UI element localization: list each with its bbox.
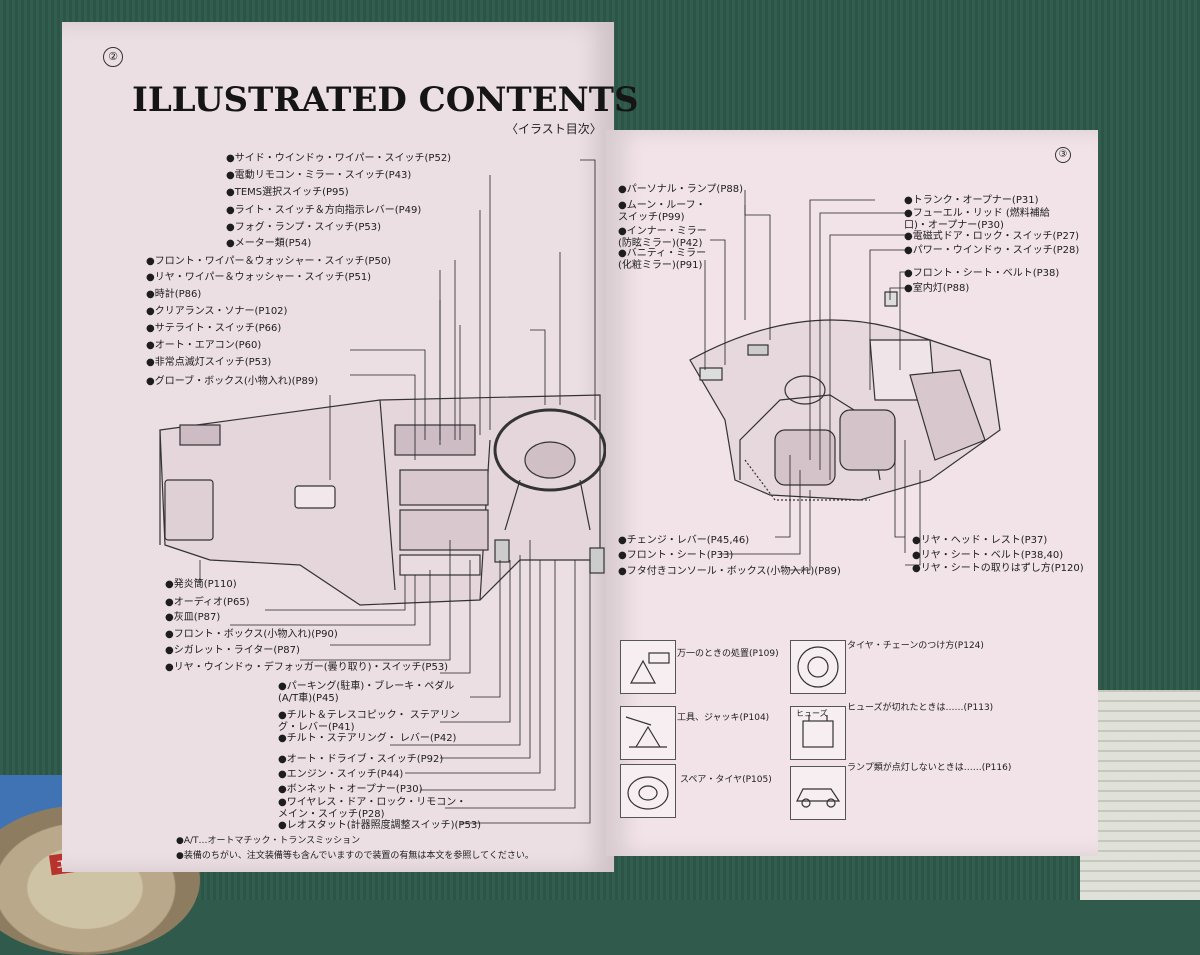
callout-label: ●オーディオ(P65) — [165, 597, 250, 608]
callout-label: ●チェンジ・レバー(P45,46) — [618, 535, 750, 546]
callout-label: ●エンジン・スイッチ(P44) — [278, 769, 404, 780]
callout-label: ●トランク・オープナー(P31) — [904, 195, 1039, 206]
interior-illustration — [689, 190, 1001, 571]
callout-label: ●フロント・シート・ベルト(P38) — [904, 268, 1060, 279]
dashboard-illustration — [159, 159, 607, 824]
callout-label: ●室内灯(P88) — [904, 283, 970, 294]
callout-label: ●フロント・シート(P33) — [618, 550, 734, 561]
callout-label: ●グローブ・ボックス(小物入れ)(P89) — [146, 376, 319, 387]
right-page-number: ③ — [1055, 147, 1071, 163]
callout-label: ●バニティ・ミラー (化粧ミラー)(P91) — [618, 248, 707, 271]
callout-label: ●パーソナル・ランプ(P88) — [618, 184, 743, 195]
callout-label: ●パワー・ウインドゥ・スイッチ(P28) — [904, 245, 1080, 256]
callout-label: ●チルト＆テレスコピック・ ステアリング・レバー(P41) — [278, 710, 460, 733]
callout-label: ●ワイヤレス・ドア・ロック・リモコン・ メイン・スイッチ(P28) — [278, 797, 467, 820]
callout-label: ●リヤ・シート・ベルト(P38,40) — [912, 550, 1064, 561]
spare-tire-icon — [620, 764, 676, 818]
fuse-badge: ヒューズ — [796, 709, 828, 718]
callout-label: ●インナー・ミラー (防眩ミラー)(P42) — [618, 226, 707, 249]
page-title: ILLUSTRATED CONTENTS — [132, 80, 639, 120]
jack-tools-icon — [620, 706, 676, 760]
callout-label: ●フォグ・ランプ・スイッチ(P53) — [226, 222, 381, 233]
emergency-box-label: スペア・タイヤ(P105) — [680, 775, 772, 785]
car-lamp-icon — [790, 766, 846, 820]
callout-label: ●オート・ドライブ・スイッチ(P92) — [278, 754, 444, 765]
callout-label: ●時計(P86) — [146, 289, 202, 300]
callout-label: ●非常点滅灯スイッチ(P53) — [146, 357, 272, 368]
left-page-number: ② — [103, 47, 123, 67]
callout-label: ●レオスタット(計器照度調整スイッチ)(P53) — [278, 820, 482, 831]
callout-label: ●パーキング(駐車)・ブレーキ・ペダル (A/T車)(P45) — [278, 681, 455, 704]
callout-label: ●シガレット・ライター(P87) — [165, 645, 300, 656]
callout-label: ●フロント・ボックス(小物入れ)(P90) — [165, 629, 338, 640]
callout-label: ●TEMS選択スイッチ(P95) — [226, 187, 349, 198]
callout-label: ●発炎筒(P110) — [165, 579, 237, 590]
callout-label: ●クリアランス・ソナー(P102) — [146, 306, 288, 317]
callout-label: ●サイド・ウインドゥ・ワイパー・スイッチ(P52) — [226, 153, 452, 164]
callout-label: ●リヤ・ヘッド・レスト(P37) — [912, 535, 1048, 546]
callout-label: ●ボンネット・オープナー(P30) — [278, 784, 423, 795]
emergency-box-label: ランプ類が点灯しないときは……(P116) — [847, 763, 1012, 773]
callout-label: ●フューエル・リッド (燃料補給口)・オープナー(P30) — [904, 208, 1050, 231]
callout-label: ●ムーン・ルーフ・ スイッチ(P99) — [618, 200, 706, 223]
tire-chain-icon — [790, 640, 846, 694]
emergency-box-label: タイヤ・チェーンのつけ方(P124) — [847, 641, 984, 651]
emergency-box-label: 万一のときの処置(P109) — [677, 649, 779, 659]
callout-label: ●電磁式ドア・ロック・スイッチ(P27) — [904, 231, 1080, 242]
callout-label: ●メーター類(P54) — [226, 238, 312, 249]
footnote-1: ●A/T…オートマチック・トランスミッション — [176, 836, 361, 846]
callout-label: ●オート・エアコン(P60) — [146, 340, 262, 351]
callout-label: ●チルト・ステアリング・ レバー(P42) — [278, 733, 457, 744]
callout-label: ●ライト・スイッチ＆方向指示レバー(P49) — [226, 205, 422, 216]
callout-label: ●リヤ・ワイパー＆ウォッシャー・スイッチ(P51) — [146, 272, 372, 283]
callout-label: ●リヤ・シートの取りはずし方(P120) — [912, 563, 1084, 574]
white-mesh-mat — [1080, 690, 1200, 900]
warning-triangle-icon — [620, 640, 676, 694]
callout-label: ●フロント・ワイパー＆ウォッシャー・スイッチ(P50) — [146, 256, 392, 267]
callout-label: ●フタ付きコンソール・ボックス(小物入れ)(P89) — [618, 566, 841, 577]
emergency-box-label: ヒューズが切れたときは……(P113) — [847, 703, 994, 713]
emergency-box-label: 工具、ジャッキ(P104) — [677, 713, 770, 723]
callout-label: ●電動リモコン・ミラー・スイッチ(P43) — [226, 170, 412, 181]
callout-label: ●灰皿(P87) — [165, 612, 221, 623]
fuse-icon — [790, 706, 846, 760]
callout-label: ●サテライト・スイッチ(P66) — [146, 323, 282, 334]
callout-label: ●リヤ・ウインドゥ・デフォッガー(曇り取り)・スイッチ(P53) — [165, 662, 449, 673]
page-subtitle: 〈イラスト目次〉 — [506, 122, 602, 136]
footnote-2: ●装備のちがい、注文装備等も含んでいますので装置の有無は本文を参照してください。 — [176, 851, 534, 861]
